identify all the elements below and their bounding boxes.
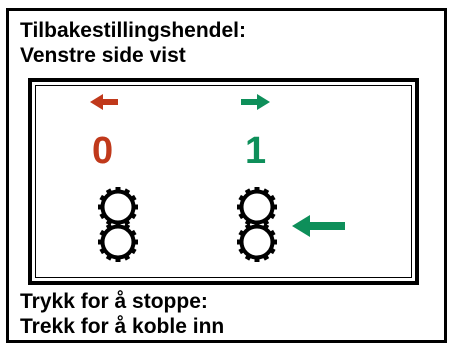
gear-pair-right-icon <box>235 185 279 264</box>
arrow-left-icon <box>90 94 118 110</box>
position-label-0: 0 <box>92 130 113 172</box>
diagram-panel-inner-border <box>35 85 412 278</box>
indicator-arrow-icon <box>292 215 345 237</box>
header-line-1: Tilbakestillingshendel: <box>20 19 246 42</box>
position-label-1: 1 <box>245 130 266 172</box>
footer-line-1: Trykk for å stoppe: <box>20 290 208 313</box>
gear-pair-left-icon <box>96 185 140 264</box>
label-frame <box>6 8 447 343</box>
footer-line-2: Trekk for å koble inn <box>20 315 225 338</box>
arrow-right-icon <box>241 94 270 110</box>
diagram-panel <box>28 78 419 285</box>
header-line-2: Venstre side vist <box>20 44 186 67</box>
